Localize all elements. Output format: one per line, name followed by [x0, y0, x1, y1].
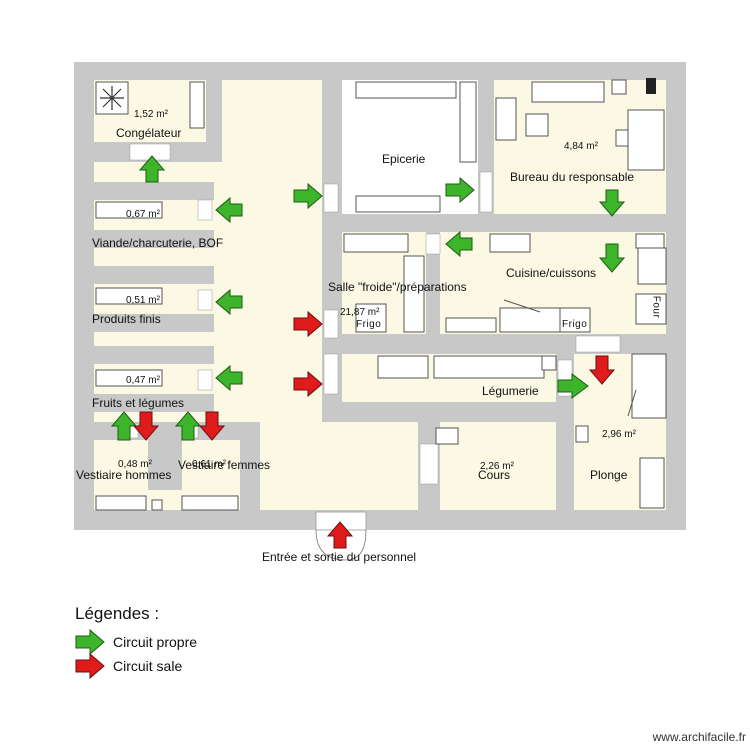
clean-arrow-right	[445, 176, 475, 204]
area-produits-finis: 0,51 m²	[126, 295, 160, 306]
watermark: www.archifacile.fr	[652, 730, 746, 744]
legend-dirty-label: Circuit sale	[113, 658, 183, 674]
dirty-arrow-right	[293, 370, 323, 398]
area-vestiaire-femmes: 0,61 m²	[192, 459, 226, 470]
door	[575, 335, 621, 353]
clean-arrow-left	[445, 230, 473, 258]
clean-arrow-down	[598, 243, 626, 273]
clean-arrow-up	[138, 155, 166, 183]
room-salle-froide: Salle "froide"/préparations	[328, 280, 467, 294]
furniture	[95, 81, 667, 511]
door	[425, 233, 441, 255]
room-plonge: Plonge	[590, 468, 628, 482]
room-vestiaire-hommes: Vestiaire hommes	[76, 468, 172, 482]
clean-arrow-left	[215, 364, 243, 392]
clean-arrow-right	[557, 373, 589, 399]
area-viande: 0,67 m²	[126, 209, 160, 220]
room-produits-finis: Produits finis	[92, 312, 161, 326]
door	[197, 369, 213, 391]
dirty-arrow-up	[326, 521, 354, 549]
area-vestiaire-hommes: 0,48 m²	[118, 459, 152, 470]
wall	[322, 402, 574, 422]
clean-circuit-arrows	[110, 155, 626, 441]
oven-label: Four	[650, 295, 662, 319]
room-legumerie: Légumerie	[482, 384, 539, 398]
wall	[94, 346, 214, 364]
area-fruits: 0,47 m²	[126, 375, 160, 386]
appliance	[646, 78, 656, 94]
door	[419, 443, 439, 485]
dirty-arrow-down	[588, 355, 616, 385]
door	[323, 183, 339, 213]
fridge-label: Frigo	[562, 319, 588, 330]
legend-dirty-arrow	[75, 652, 105, 680]
wall	[94, 230, 214, 248]
floor-corridor-low	[322, 422, 418, 510]
fridge-label: Frigo	[356, 319, 382, 330]
wall	[240, 422, 260, 510]
clean-arrow-right	[293, 182, 323, 210]
legend-clean-label: Circuit propre	[113, 634, 198, 650]
room-vestiaire-femmes: Vestiaire femmes	[178, 458, 271, 472]
door	[197, 199, 213, 221]
room-congelateur: Congélateur	[116, 126, 182, 140]
wall	[94, 394, 214, 412]
dirty-arrow-down	[132, 411, 160, 441]
door	[197, 289, 213, 311]
partition-line	[627, 389, 637, 417]
room-epicerie: Epicerie	[382, 152, 426, 166]
clean-arrow-up	[174, 411, 202, 441]
door	[323, 309, 339, 339]
room-viande: Viande/charcuterie, BOF	[92, 236, 224, 250]
room-bureau: Bureau du responsable	[510, 170, 635, 184]
wall	[94, 314, 214, 332]
clean-arrow-left	[215, 196, 243, 224]
clean-arrow-left	[215, 288, 243, 316]
legend-title: Légendes :	[75, 604, 160, 623]
wall	[148, 440, 182, 490]
room-cours: Cours	[478, 468, 511, 482]
area-bureau: 4,84 m²	[564, 141, 598, 152]
dirty-arrow-right	[293, 310, 323, 338]
snowflake-icon	[100, 86, 124, 110]
appliance	[611, 79, 627, 95]
partition-line	[503, 299, 541, 313]
dirty-circuit-arrows	[132, 310, 616, 549]
door-swing	[315, 529, 347, 561]
wall	[206, 80, 222, 142]
wall	[94, 266, 214, 284]
wall	[94, 182, 214, 200]
door	[479, 171, 493, 213]
dirty-arrow-down	[198, 411, 226, 441]
entrance-label: Entrée et sortie du personnel	[262, 550, 417, 564]
wall	[426, 232, 440, 334]
legend-clean-arrow	[75, 628, 105, 656]
room-fruits: Fruits et légumes	[92, 396, 185, 410]
area-cours: 2,26 m²	[480, 461, 514, 472]
floor-cours	[440, 422, 556, 510]
door	[323, 353, 339, 395]
clean-arrow-down	[598, 189, 626, 217]
room-cuisine: Cuisine/cuissons	[506, 266, 597, 280]
area-plonge: 2,96 m²	[602, 429, 636, 440]
clean-arrow-up	[110, 411, 138, 441]
area-salle-froide: 21,87 m²	[340, 307, 380, 318]
wall	[322, 214, 666, 232]
door-swing	[345, 529, 367, 561]
area-congelateur: 1,52 m²	[134, 109, 168, 120]
